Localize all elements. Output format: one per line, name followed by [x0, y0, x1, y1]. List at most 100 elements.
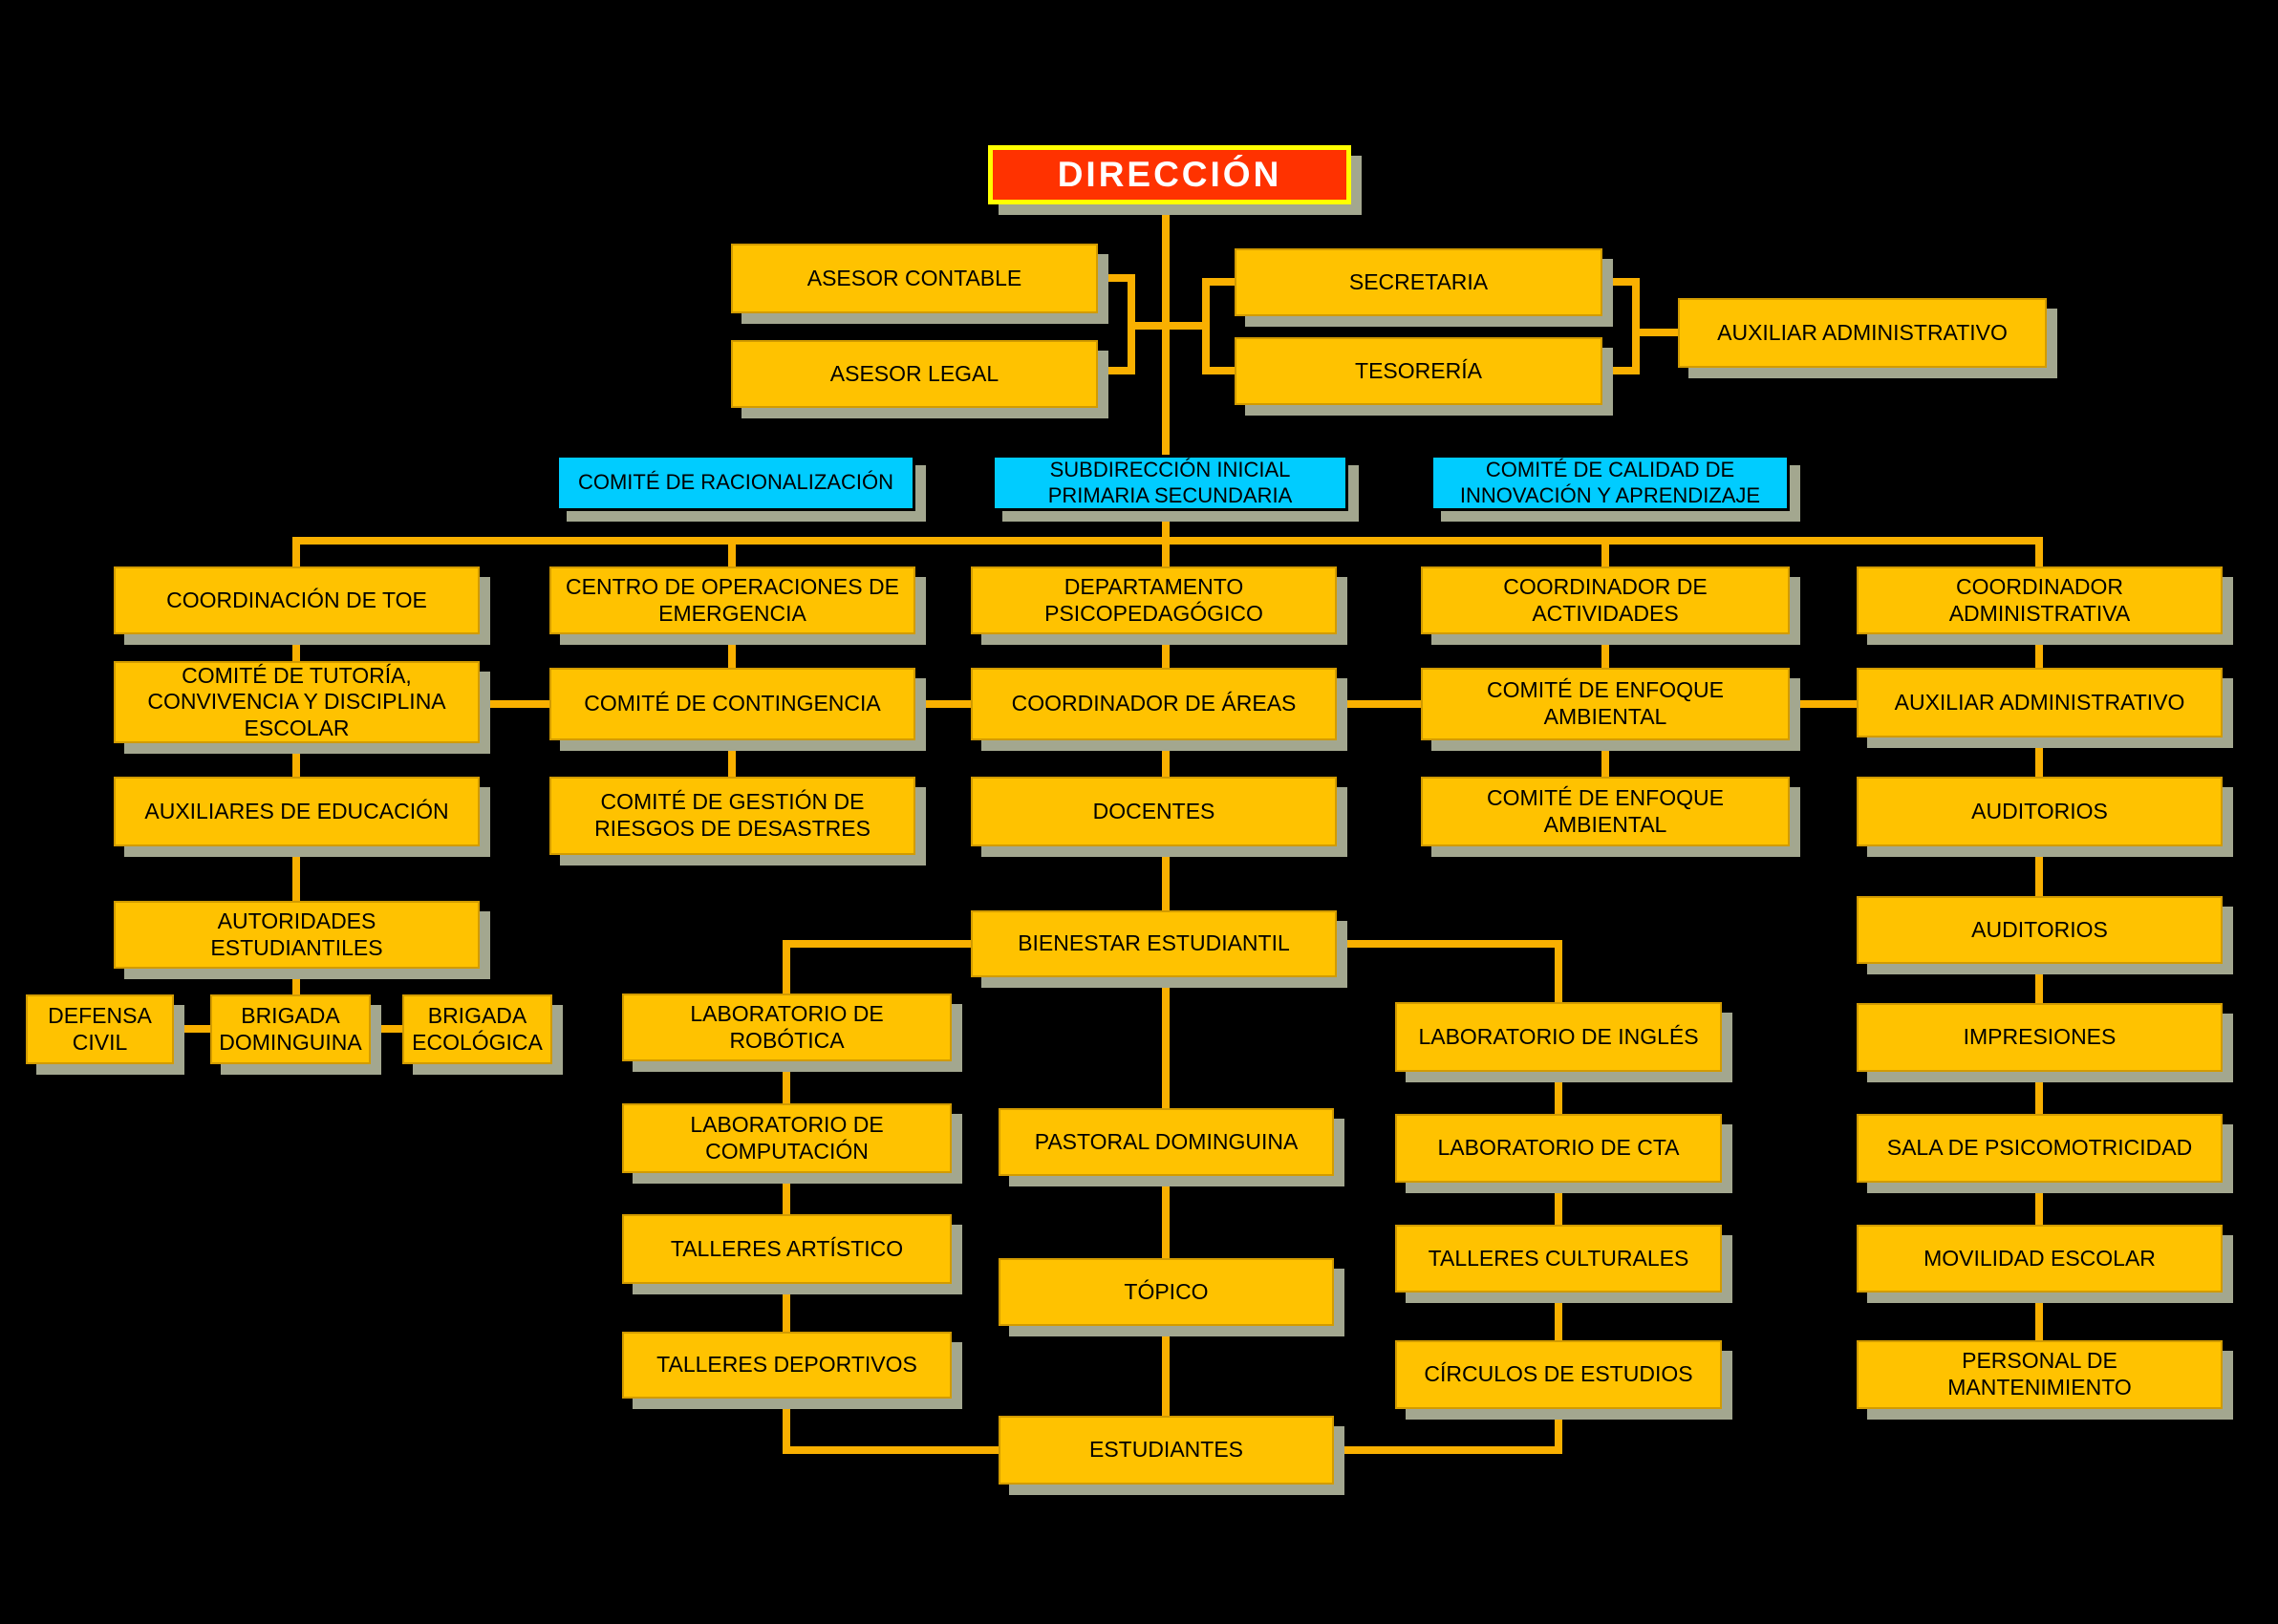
connector-line: [2035, 1293, 2043, 1340]
comite-calidad: COMITÉ DE CALIDAD DE INNOVACIÓN Y APREND…: [1430, 455, 1790, 511]
connector-line: [1601, 541, 1609, 566]
connector-line: [1555, 1409, 1562, 1454]
direccion: DIRECCIÓN: [988, 145, 1351, 204]
asesor-contable: ASESOR CONTABLE: [731, 244, 1098, 313]
connector-line: [2035, 1072, 2043, 1114]
tesoreria: TESORERÍA: [1235, 337, 1602, 405]
connector-line: [2035, 846, 2043, 896]
connector-line: [783, 940, 790, 994]
talleres-artistico: TALLERES ARTÍSTICO: [622, 1214, 952, 1284]
connector-line: [1602, 367, 1640, 374]
connector-line: [1162, 634, 1170, 668]
connector-line: [1555, 1183, 1562, 1225]
connector-line: [292, 969, 300, 994]
secretaria: SECRETARIA: [1235, 248, 1602, 316]
autoridades-estudiantiles: AUTORIDADES ESTUDIANTILES: [114, 901, 480, 969]
connector-line: [1601, 740, 1609, 777]
lab-cta: LABORATORIO DE CTA: [1395, 1114, 1722, 1183]
connector-line: [292, 846, 300, 901]
connector-line: [1098, 367, 1135, 374]
connector-line: [1162, 203, 1170, 455]
connector-line: [1640, 329, 1678, 336]
connector-line: [1555, 940, 1562, 1002]
comite-enfoque-ambiental-1: COMITÉ DE ENFOQUE AMBIENTAL: [1421, 668, 1790, 740]
connector-line: [2035, 541, 2043, 566]
connector-line: [1790, 700, 1857, 708]
estudiantes: ESTUDIANTES: [999, 1416, 1334, 1485]
brigada-dominguina: BRIGADA DOMINGUINA: [210, 994, 371, 1064]
defensa-civil: DEFENSA CIVIL: [26, 994, 174, 1064]
connector-line: [783, 1399, 790, 1454]
connector-line: [1098, 274, 1135, 282]
circulos-estudios: CÍRCULOS DE ESTUDIOS: [1395, 1340, 1722, 1409]
connector-line: [783, 1061, 790, 1103]
connector-line: [2035, 1183, 2043, 1225]
connector-line: [1202, 367, 1235, 374]
connector-line: [783, 1173, 790, 1214]
connector-line: [1135, 322, 1166, 330]
connector-line: [1162, 977, 1170, 1108]
connector-line: [1128, 274, 1135, 374]
connector-line: [1555, 1072, 1562, 1114]
asesor-legal: ASESOR LEGAL: [731, 340, 1098, 408]
connector-line: [783, 1446, 999, 1454]
connector-line: [728, 740, 736, 777]
comite-racionalizacion: COMITÉ DE RACIONALIZACIÓN: [556, 455, 915, 511]
brigada-ecologica: BRIGADA ECOLÓGICA: [402, 994, 552, 1064]
connector-line: [1337, 700, 1421, 708]
topico: TÓPICO: [999, 1258, 1334, 1326]
connector-line: [1602, 278, 1640, 286]
comite-gestion-riesgos: COMITÉ DE GESTIÓN DE RIESGOS DE DESASTRE…: [549, 777, 915, 855]
auditorios-2: AUDITORIOS: [1857, 896, 2223, 964]
movilidad-escolar: MOVILIDAD ESCOLAR: [1857, 1225, 2223, 1293]
auditorios-1: AUDITORIOS: [1857, 777, 2223, 846]
connector-line: [783, 1284, 790, 1332]
talleres-culturales: TALLERES CULTURALES: [1395, 1225, 1722, 1293]
lab-computacion: LABORATORIO DE COMPUTACIÓN: [622, 1103, 952, 1173]
coordinador-administrativa: COORDINADOR ADMINISTRATIVA: [1857, 566, 2223, 634]
connector-line: [292, 634, 300, 661]
connector-line: [1555, 1293, 1562, 1340]
connector-line: [783, 940, 971, 948]
connector-line: [1632, 278, 1640, 374]
connector-line: [2035, 964, 2043, 1003]
comite-tutoria: COMITÉ DE TUTORÍA, CONVIVENCIA Y DISCIPL…: [114, 661, 480, 743]
comite-contingencia: COMITÉ DE CONTINGENCIA: [549, 668, 915, 740]
connector-line: [728, 634, 736, 668]
departamento-psicopedagogico: DEPARTAMENTO PSICOPEDAGÓGICO: [971, 566, 1337, 634]
lab-robotica: LABORATORIO DE ROBÓTICA: [622, 994, 952, 1061]
centro-operaciones-emergencia: CENTRO DE OPERACIONES DE EMERGENCIA: [549, 566, 915, 634]
connector-line: [1334, 1446, 1562, 1454]
connector-line: [292, 541, 300, 566]
connector-line: [728, 541, 736, 566]
connector-line: [1162, 1176, 1170, 1258]
connector-line: [1162, 740, 1170, 777]
connector-line: [915, 700, 971, 708]
connector-line: [1162, 846, 1170, 910]
sala-psicomotricidad: SALA DE PSICOMOTRICIDAD: [1857, 1114, 2223, 1183]
auxiliar-administrativo-top: AUXILIAR ADMINISTRATIVO: [1678, 298, 2047, 368]
connector-line: [1601, 634, 1609, 668]
connector-line: [1337, 940, 1562, 948]
coordinacion-toe: COORDINACIÓN DE TOE: [114, 566, 480, 634]
comite-enfoque-ambiental-2: COMITÉ DE ENFOQUE AMBIENTAL: [1421, 777, 1790, 846]
connector-line: [1162, 1326, 1170, 1416]
connector-line: [1170, 322, 1202, 330]
auxiliares-educacion: AUXILIARES DE EDUCACIÓN: [114, 777, 480, 846]
bienestar-estudiantil: BIENESTAR ESTUDIANTIL: [971, 910, 1337, 977]
auxiliar-administrativo-2: AUXILIAR ADMINISTRATIVO: [1857, 668, 2223, 737]
connector-line: [2035, 737, 2043, 777]
talleres-deportivos: TALLERES DEPORTIVOS: [622, 1332, 952, 1399]
connector-line: [174, 1025, 210, 1033]
connector-line: [480, 700, 549, 708]
connector-line: [292, 537, 2043, 545]
subdireccion: SUBDIRECCIÓN INICIAL PRIMARIA SECUNDARIA: [992, 455, 1348, 511]
coordinador-areas: COORDINADOR DE ÁREAS: [971, 668, 1337, 740]
connector-line: [371, 1025, 402, 1033]
pastoral-dominguina: PASTORAL DOMINGUINA: [999, 1108, 1334, 1176]
connector-line: [1202, 278, 1210, 374]
connector-line: [2035, 634, 2043, 668]
personal-mantenimiento: PERSONAL DE MANTENIMIENTO: [1857, 1340, 2223, 1409]
impresiones: IMPRESIONES: [1857, 1003, 2223, 1072]
